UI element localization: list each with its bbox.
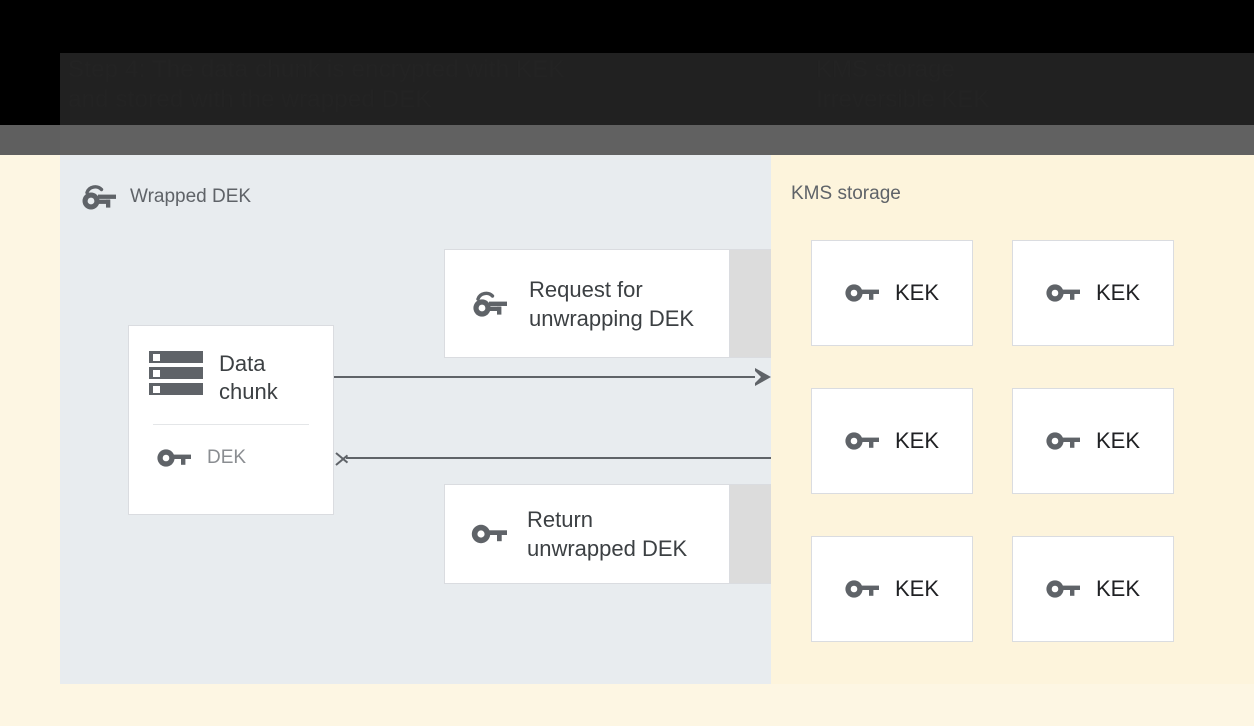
data-chunk-dek-label: DEK xyxy=(207,447,247,468)
kek-card-label: KEK xyxy=(1095,576,1141,601)
top-gray-bar-notch xyxy=(0,125,60,155)
slide-title-line2: and stored with the wrapped DEK xyxy=(68,86,432,113)
arrow-from-kms-head xyxy=(336,449,352,467)
kek-card[interactable]: KEK xyxy=(811,536,973,642)
kek-card[interactable]: KEK xyxy=(1012,240,1174,346)
top-gray-bar xyxy=(0,125,1254,155)
kek-card[interactable]: KEK xyxy=(1012,388,1174,494)
panel-wrapped-dek-label-text: Wrapped DEK xyxy=(130,186,252,207)
return-card-text: Return unwrapped DEK xyxy=(527,507,688,561)
top-black-bar xyxy=(0,0,1254,53)
panel-wrapped-dek-label: Wrapped DEK xyxy=(80,183,251,211)
key-icon xyxy=(845,282,879,304)
arrow-to-kms-line xyxy=(334,376,766,378)
kek-card[interactable]: KEK xyxy=(811,240,973,346)
slide-title-bar xyxy=(0,53,1254,125)
slide-title-right-line2: Irreversible KEK xyxy=(816,86,990,113)
slide-title-line1: Step 4: The data chunk is encrypted with… xyxy=(68,56,565,83)
key-icon xyxy=(845,578,879,600)
slide-title-bar-notch xyxy=(0,53,60,125)
kek-card-label: KEK xyxy=(894,280,940,305)
key-icon xyxy=(157,447,191,469)
slide-title-right: KMS storage Irreversible KEK xyxy=(816,55,1136,115)
panel-kms-storage-label-text: KMS storage xyxy=(791,183,901,204)
slide-title: Step 4: The data chunk is encrypted with… xyxy=(68,55,908,115)
data-chunk-title: Data chunk xyxy=(219,351,278,404)
key-icon xyxy=(1046,282,1080,304)
key-icon xyxy=(845,430,879,452)
key-icon xyxy=(471,522,507,546)
kek-card-label: KEK xyxy=(894,428,940,453)
kek-card-label: KEK xyxy=(1095,428,1141,453)
card-return-unwrapped[interactable]: Return unwrapped DEK xyxy=(444,484,730,584)
data-chunk-header: Data chunk xyxy=(149,350,313,406)
wrapped-key-icon xyxy=(471,289,509,319)
arrow-to-kms-head xyxy=(755,368,771,386)
panel-wrapped-dek: Wrapped DEK Data chunk xyxy=(60,155,771,684)
key-icon xyxy=(1046,578,1080,600)
kek-card[interactable]: KEK xyxy=(1012,536,1174,642)
slide-title-right-line1: KMS storage xyxy=(816,56,955,83)
card-data-chunk[interactable]: Data chunk DEK xyxy=(128,325,334,515)
data-chunk-dek-row: DEK xyxy=(149,447,313,469)
storage-icon xyxy=(149,350,203,396)
kek-card[interactable]: KEK xyxy=(811,388,973,494)
card-request-unwrapping[interactable]: Request for unwrapping DEK xyxy=(444,249,730,358)
kek-grid: KEK KEK xyxy=(811,240,1174,642)
return-card-strip xyxy=(730,484,771,584)
wrapped-key-icon xyxy=(80,183,118,211)
panel-kms-storage: KMS storage KEK xyxy=(771,155,1254,684)
key-icon xyxy=(1046,430,1080,452)
kek-card-label: KEK xyxy=(1095,280,1141,305)
request-card-text: Request for unwrapping DEK xyxy=(529,276,695,331)
kek-card-label: KEK xyxy=(894,576,940,601)
request-card-strip xyxy=(730,249,771,358)
panel-kms-storage-label: KMS storage xyxy=(791,183,901,205)
data-chunk-divider xyxy=(153,424,309,425)
arrow-from-kms-line xyxy=(346,457,771,459)
